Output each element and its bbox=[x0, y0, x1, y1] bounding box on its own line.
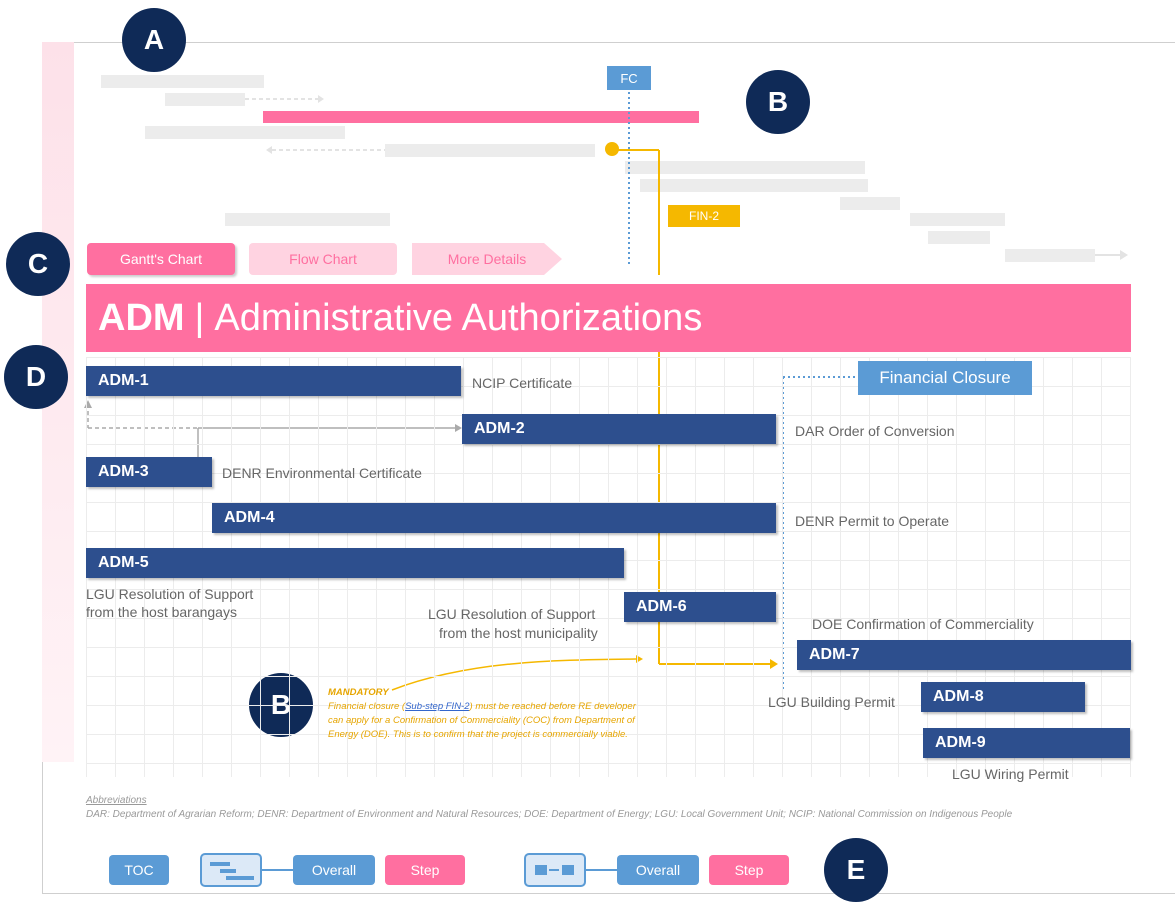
marker-b: B bbox=[746, 70, 810, 134]
adm-6-label-line1: LGU Resolution of Support bbox=[428, 606, 596, 622]
tab-flow-chart[interactable]: Flow Chart bbox=[249, 243, 397, 275]
gantt-bar bbox=[640, 179, 868, 192]
fin-2-flag: FIN-2 bbox=[668, 205, 740, 227]
adm-7-label: DOE Confirmation of Commerciality bbox=[812, 616, 1034, 632]
page-title: ADM | Administrative Authorizations bbox=[86, 284, 1131, 352]
adm-6-bar[interactable]: ADM-6 bbox=[624, 592, 776, 622]
fc-flag: FC bbox=[607, 66, 651, 90]
title-code: ADM bbox=[98, 296, 185, 339]
gantt-bar bbox=[1005, 249, 1095, 262]
gantt-view-icon[interactable] bbox=[200, 853, 262, 887]
tab-more-details[interactable]: More Details bbox=[412, 243, 562, 275]
adm-5-label-line2: from the host barangays bbox=[86, 604, 237, 620]
gantt-bar bbox=[625, 161, 865, 174]
adm-4-bar[interactable]: ADM-4 bbox=[212, 503, 776, 533]
adm-3-label: DENR Environmental Certificate bbox=[222, 465, 422, 481]
adm-6-label-line2: from the host municipality bbox=[439, 625, 598, 641]
nav-connectors bbox=[262, 869, 617, 871]
gantt-bar bbox=[225, 213, 390, 226]
mandatory-note: MANDATORY Financial closure (Sub-step FI… bbox=[328, 686, 653, 742]
adm-7-bar[interactable]: ADM-7 bbox=[797, 640, 1131, 670]
flow-step-button[interactable]: Step bbox=[709, 855, 789, 885]
gantt-bar bbox=[165, 93, 245, 106]
gantt-bar bbox=[385, 144, 595, 157]
adm-8-label: LGU Building Permit bbox=[768, 694, 895, 710]
flow-overall-button[interactable]: Overall bbox=[617, 855, 699, 885]
toc-button[interactable]: TOC bbox=[109, 855, 169, 885]
gantt-step-button[interactable]: Step bbox=[385, 855, 465, 885]
flow-view-icon[interactable] bbox=[524, 853, 586, 887]
milestone-dot bbox=[605, 142, 619, 156]
gantt-bar bbox=[101, 75, 264, 88]
note-text-post: ) must be reached before RE developer ca… bbox=[328, 701, 636, 740]
abbreviations-heading: Abbreviations bbox=[86, 795, 147, 806]
gantt-bar bbox=[928, 231, 990, 244]
adm-8-bar[interactable]: ADM-8 bbox=[921, 682, 1085, 712]
gantt-bar bbox=[840, 197, 900, 210]
adm-5-label-line1: LGU Resolution of Support bbox=[86, 586, 254, 602]
adm-3-bar[interactable]: ADM-3 bbox=[86, 457, 212, 487]
tab-gantt-chart[interactable]: Gantt's Chart bbox=[87, 243, 235, 275]
financial-closure-box: Financial Closure bbox=[858, 361, 1032, 395]
marker-d: D bbox=[4, 345, 68, 409]
adm-2-bar[interactable]: ADM-2 bbox=[462, 414, 776, 444]
note-text-pre: Financial closure ( bbox=[328, 701, 406, 712]
marker-a: A bbox=[122, 8, 186, 72]
abbreviations: Abbreviations DAR: Department of Agraria… bbox=[86, 794, 1086, 822]
adm-9-label: LGU Wiring Permit bbox=[952, 766, 1069, 782]
note-heading: MANDATORY bbox=[328, 687, 389, 698]
adm-5-bar[interactable]: ADM-5 bbox=[86, 548, 624, 578]
abbreviations-text: DAR: Department of Agrarian Reform; DENR… bbox=[86, 809, 1013, 820]
title-text: Administrative Authorizations bbox=[214, 296, 703, 339]
note-link-fin-2[interactable]: Sub-step FIN-2 bbox=[405, 701, 470, 712]
adm-1-label: NCIP Certificate bbox=[472, 375, 573, 391]
marker-c: C bbox=[6, 232, 70, 296]
adm-4-label: DENR Permit to Operate bbox=[795, 513, 950, 529]
gantt-overall-button[interactable]: Overall bbox=[293, 855, 375, 885]
gantt-connectors bbox=[245, 92, 1128, 265]
adm-1-bar[interactable]: ADM-1 bbox=[86, 366, 461, 396]
marker-e: E bbox=[824, 838, 888, 902]
adm-2-label: DAR Order of Conversion bbox=[795, 423, 955, 439]
title-separator: | bbox=[194, 296, 205, 339]
adm-9-bar[interactable]: ADM-9 bbox=[923, 728, 1130, 758]
gantt-bar bbox=[145, 126, 345, 139]
gantt-highlight-bar bbox=[263, 111, 699, 123]
gantt-bar bbox=[910, 213, 1005, 226]
